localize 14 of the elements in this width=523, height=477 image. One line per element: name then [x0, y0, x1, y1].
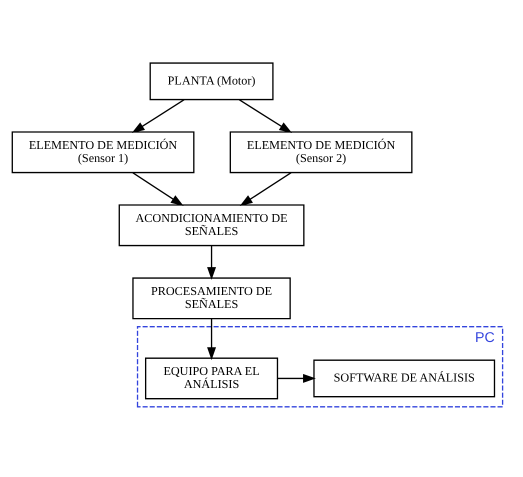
arrow: [238, 98, 292, 133]
arrow: [278, 373, 316, 382]
node-box: ELEMENTO DE MEDICIÓN (Sensor 2): [230, 130, 412, 173]
arrow: [207, 245, 216, 280]
arrow: [132, 98, 185, 133]
arrow: [132, 172, 184, 206]
node-box: SOFTWARE DE ANÁLISIS: [313, 359, 496, 397]
node-box: ACONDICIONAMIENTO DE SEÑALES: [118, 204, 304, 246]
arrow: [207, 318, 216, 360]
node-box: EQUIPO PARA EL ANÁLISIS: [144, 357, 278, 399]
arrow: [240, 172, 292, 206]
node-box: PLANTA (Motor): [150, 62, 274, 100]
node-box: ELEMENTO DE MEDICIÓN (Sensor 1): [12, 130, 194, 173]
node-box: PROCESAMIENTO DE SEÑALES: [132, 276, 291, 319]
